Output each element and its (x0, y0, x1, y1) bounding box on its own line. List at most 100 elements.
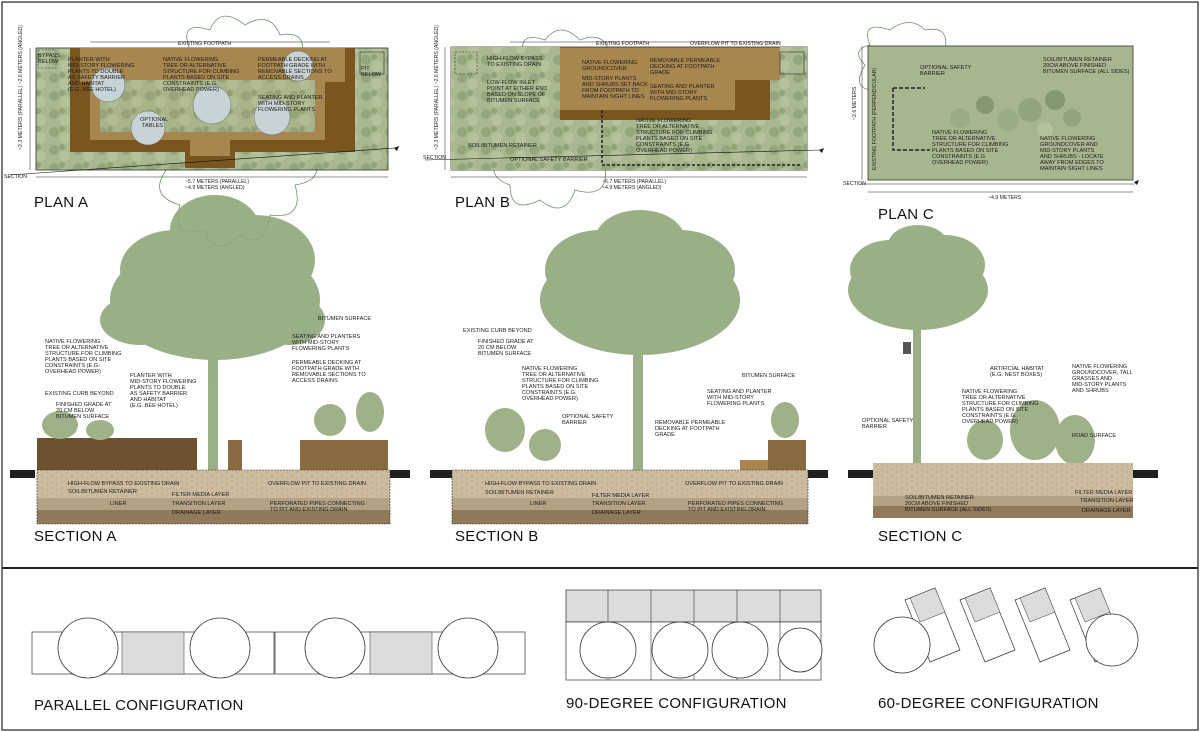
label-existing-footpath-b: EXISTING FOOTPATH (596, 41, 649, 47)
shrubs-a (42, 392, 384, 440)
label-bypass-sa: HIGH-FLOW BYPASS TO EXISTING DRAIN (68, 481, 179, 487)
label-section-c: SECTION (843, 181, 866, 187)
label-bitumen-sb: BITUMEN SURFACE (742, 373, 795, 379)
shrubs-c (967, 400, 1095, 465)
section-c: ARTIFICIAL HABITAT(E.G. NEST BOXES) NATI… (848, 225, 1158, 545)
seat-a (228, 440, 242, 470)
label-width-c: ~2.6 METERS (852, 86, 858, 120)
label-filter-sb: FILTER MEDIA LAYER (592, 493, 649, 499)
label-drainage-sb: DRAINAGE LAYER (592, 510, 641, 516)
seating-planter-b (768, 440, 806, 470)
plan-c: EXISTING FOOTPATH (PERPENDICULAR) SOIL/B… (843, 22, 1139, 223)
transition-c (873, 496, 1133, 506)
label-section-b: SECTION (423, 155, 446, 161)
label-overflow-b: OVERFLOW PIT TO EXISTING DRAIN (690, 41, 781, 47)
sixty-title: 60-DEGREE CONFIGURATION (878, 695, 1099, 712)
label-curb-sa: EXISTING CURB BEYOND (45, 391, 114, 397)
label-transition-sa: TRANSITION LAYER (172, 501, 225, 507)
section-arrow-c (1134, 180, 1139, 185)
transition-b (452, 498, 808, 510)
label-retainer-sa: SOIL/BITUMEN RETAINER (68, 489, 137, 495)
parallel-title: PARALLEL CONFIGURATION (34, 697, 244, 714)
nest-box (903, 342, 911, 354)
plan-b-title: PLAN B (455, 194, 510, 211)
table-4 (253, 98, 291, 136)
tree-c (848, 225, 988, 465)
label-road-sc: ROAD SURFACE (1072, 433, 1116, 439)
section-a-title: SECTION A (34, 528, 117, 545)
table-3 (192, 85, 232, 125)
label-overflow-sa: OVERFLOW PIT TO EXISTING DRAIN (268, 481, 366, 487)
drainage-c (873, 506, 1133, 518)
plan-a-title: PLAN A (34, 194, 88, 211)
seating-planter-a (300, 440, 388, 470)
label-retainer-b: SOIL/BITUMEN RETAINER (468, 143, 537, 149)
label-filter-sa: FILTER MEDIA LAYER (172, 492, 229, 498)
tree-a (100, 195, 325, 470)
bypass-marker-b (454, 51, 478, 75)
label-footpath-c: EXISTING FOOTPATH (PERPENDICULAR) (872, 68, 878, 170)
filter-media-c (873, 463, 1133, 496)
label-transition-sb: TRANSITION LAYER (592, 501, 645, 507)
section-arrow (394, 146, 399, 151)
section-c-title: SECTION C (878, 528, 962, 545)
deck-b (740, 460, 768, 470)
shrubs-b (485, 402, 799, 461)
parallel-configuration: PARALLEL CONFIGURATION (31, 617, 526, 714)
plan-b-planting (451, 47, 807, 170)
label-length-c: ~4.9 METERS (988, 195, 1022, 201)
table-2 (130, 110, 166, 146)
label-width-b: ~2.3 METERS (PARALLEL) ~2.6 METERS (ANGL… (434, 25, 440, 150)
bypass-marker (37, 49, 57, 69)
ninety-configuration: 90-DEGREE CONFIGURATION (565, 589, 823, 712)
label-curb-sb: EXISTING CURB BEYOND (463, 328, 532, 334)
liner-a (36, 469, 391, 525)
filter-media-a (37, 470, 390, 498)
label-transition-sc: TRANSITION LAYER (1080, 498, 1133, 504)
asphalt-left-c (848, 470, 873, 478)
asphalt-right-b (808, 470, 828, 478)
label-existing-footpath: EXISTING FOOTPATH (178, 41, 231, 47)
liner-b (451, 469, 809, 525)
plan-b: EXISTING FOOTPATH OVERFLOW PIT TO EXISTI… (423, 25, 824, 211)
table-1 (90, 67, 126, 103)
asphalt-left-b (430, 470, 452, 478)
label-habitat-sc: ARTIFICIAL HABITAT(E.G. NEST BOXES) (990, 366, 1045, 378)
pit-marker-b (779, 51, 805, 75)
transition-a (37, 498, 390, 510)
asphalt-right-c (1133, 470, 1158, 478)
plan-b-deck-edge (560, 80, 770, 120)
plan-c-shrubs (950, 90, 1081, 138)
barrier-line-c (892, 87, 930, 151)
section-arrow-b (819, 148, 824, 153)
label-retainer-sb: SOIL/BITUMEN RETAINER (485, 490, 554, 496)
label-section: SECTION (4, 174, 27, 180)
drainage-a (37, 510, 390, 524)
